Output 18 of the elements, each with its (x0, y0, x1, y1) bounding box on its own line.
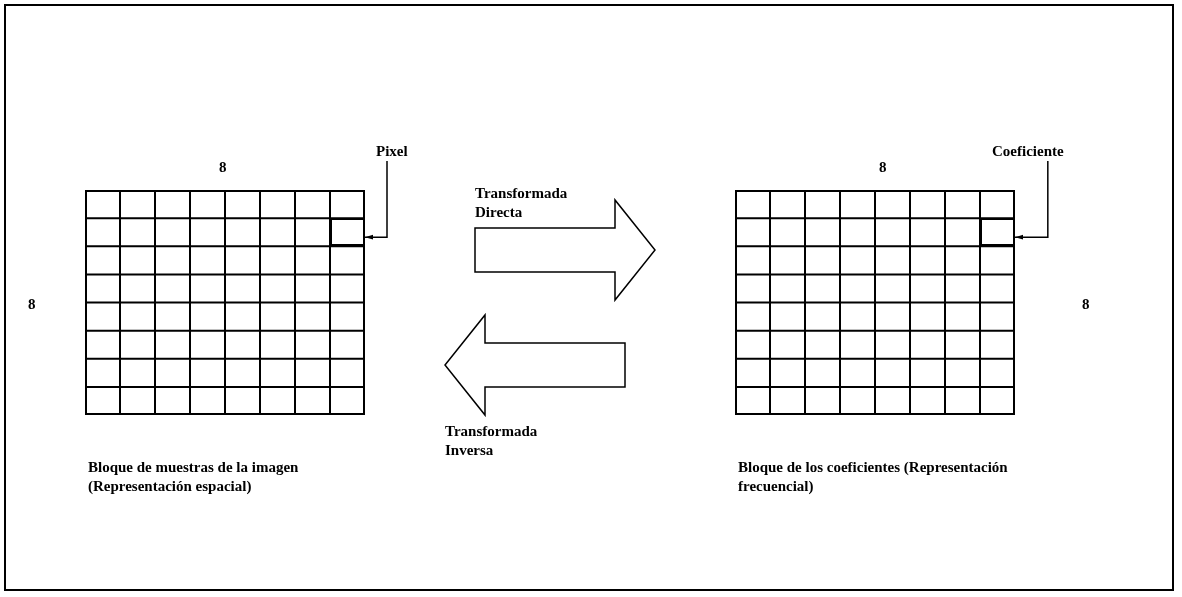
dimension-label: 8 (28, 295, 36, 314)
dimension-label: 8 (879, 158, 887, 177)
grid-cell (980, 218, 1015, 247)
block-arrow (444, 312, 626, 418)
dimension-label: 8 (1082, 295, 1090, 314)
node-label: Bloque de muestras de la imagen (Representación espacial) (88, 458, 300, 496)
leader-line (364, 160, 388, 240)
coefficient-grid (735, 190, 1015, 415)
grid-cell (330, 218, 365, 247)
pixel-label: Pixel (376, 142, 408, 161)
leader-line (1014, 160, 1049, 240)
node-label: Bloque de los coeficientes (Representación frecuencial) (738, 458, 1008, 496)
edge-label: Transformada Directa (475, 184, 569, 222)
edge-label: Transformada Inversa (445, 422, 539, 460)
block-arrow (474, 197, 656, 303)
pixel-grid (85, 190, 365, 415)
dimension-label: 8 (219, 158, 227, 177)
coefficient-label: Coeficiente (992, 142, 1064, 161)
